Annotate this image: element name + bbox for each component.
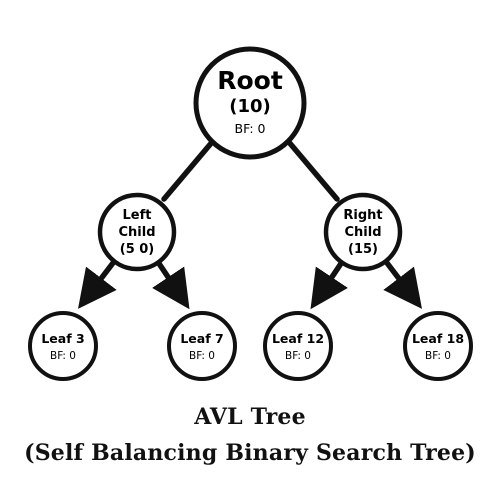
edge-root-to-left-child (161, 138, 216, 202)
leaf-node-18: Leaf 18 BF: 0 (403, 311, 473, 381)
right-child-node: Right Child (15) (323, 192, 403, 272)
right-child-node-label-line2: Child (344, 225, 381, 240)
leaf-node-18-balance-factor: BF: 0 (425, 350, 451, 362)
root-node-value: (10) (229, 96, 271, 117)
root-node-balance-factor: BF: 0 (235, 121, 266, 136)
diagram-subtitle: (Self Balancing Binary Search Tree) (24, 440, 476, 466)
edge-left-child-to-leaf-7 (152, 256, 190, 310)
left-child-node-circle (97, 192, 177, 272)
root-node: Root (10) BF: 0 (193, 46, 307, 160)
left-child-node: Left Child (5 0) (97, 192, 177, 272)
leaf-node-7: Leaf 7 BF: 0 (167, 311, 237, 381)
leaf-node-12: Leaf 12 BF: 0 (263, 311, 333, 381)
right-child-node-value: (15) (348, 242, 378, 257)
leaf-node-3: Leaf 3 BF: 0 (28, 311, 98, 381)
diagram-title: AVL Tree (194, 404, 306, 430)
leaf-node-7-balance-factor: BF: 0 (189, 350, 215, 362)
leaf-node-12-circle (263, 311, 333, 381)
leaf-node-3-name: Leaf 3 (41, 331, 84, 346)
left-child-node-label-line1: Left (123, 208, 152, 223)
root-node-name: Root (217, 66, 283, 95)
right-child-node-circle (323, 192, 403, 272)
tree-edges (78, 138, 422, 310)
leaf-node-18-circle (403, 311, 473, 381)
edge-right-child-to-leaf-12 (310, 256, 348, 310)
left-child-node-value: (5 0) (120, 242, 155, 257)
leaf-node-3-balance-factor: BF: 0 (50, 350, 76, 362)
leaf-node-18-name: Leaf 18 (412, 331, 464, 346)
leaf-node-7-name: Leaf 7 (180, 331, 223, 346)
right-child-node-label-line1: Right (343, 208, 382, 223)
root-node-circle (193, 46, 307, 160)
edge-right-child-to-leaf-18 (381, 256, 422, 309)
leaf-node-12-balance-factor: BF: 0 (285, 350, 311, 362)
leaf-node-3-circle (28, 311, 98, 381)
edge-left-child-to-leaf-3 (78, 256, 119, 309)
leaf-node-7-circle (167, 311, 237, 381)
leaf-node-12-name: Leaf 12 (272, 331, 324, 346)
left-child-node-label-line2: Child (118, 225, 155, 240)
edge-root-to-right-child (285, 138, 340, 202)
